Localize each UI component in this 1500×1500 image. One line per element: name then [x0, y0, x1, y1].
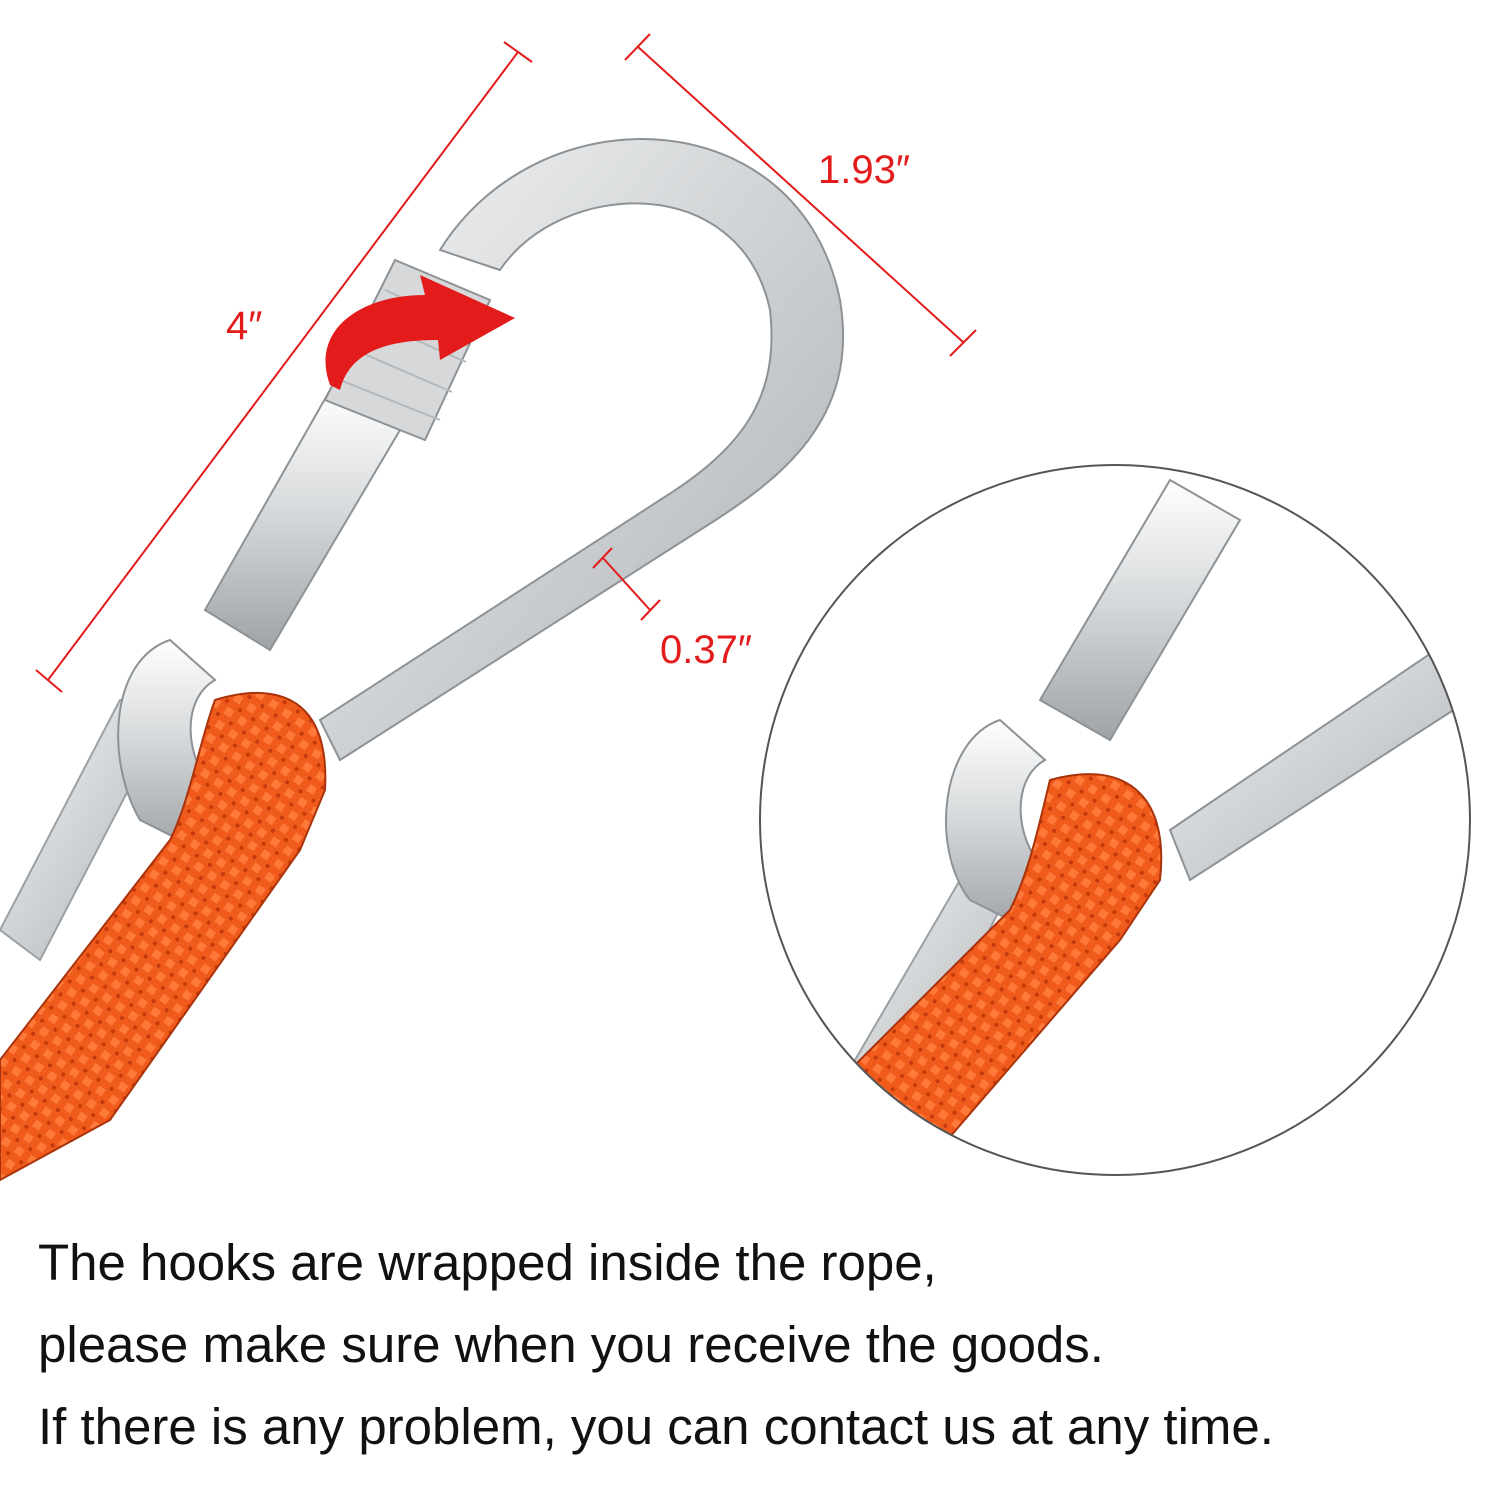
caption-line: please make sure when you receive the go…: [38, 1316, 1104, 1373]
dimension-lines: [35, 33, 977, 693]
width-dimension-line: [636, 45, 964, 343]
rotation-arrow-icon: [325, 275, 515, 390]
zoom-rope: [818, 773, 1163, 1175]
thickness-dimension-line: [602, 557, 651, 611]
carabiner-gate-sleeve: [203, 388, 402, 652]
rope: [0, 692, 327, 1182]
thickness-dimension-label: 0.37″: [660, 628, 753, 672]
caption-line: If there is any problem, you can contact…: [38, 1398, 1274, 1455]
carabiner-illustration: [0, 33, 1471, 1182]
zoom-eye: [945, 718, 1047, 932]
zoom-gate: [1038, 478, 1242, 742]
caption: The hooks are wrapped inside the rope, p…: [38, 1222, 1488, 1468]
zoom-bar: [1168, 618, 1470, 882]
length-dimension-line: [47, 51, 519, 681]
caption-line: The hooks are wrapped inside the rope,: [38, 1234, 937, 1291]
width-dimension-label: 1.93″: [818, 148, 911, 192]
carabiner-bend: [318, 138, 845, 762]
length-dimension-label: 4″: [226, 304, 263, 348]
zoom-detail: [759, 464, 1471, 1176]
